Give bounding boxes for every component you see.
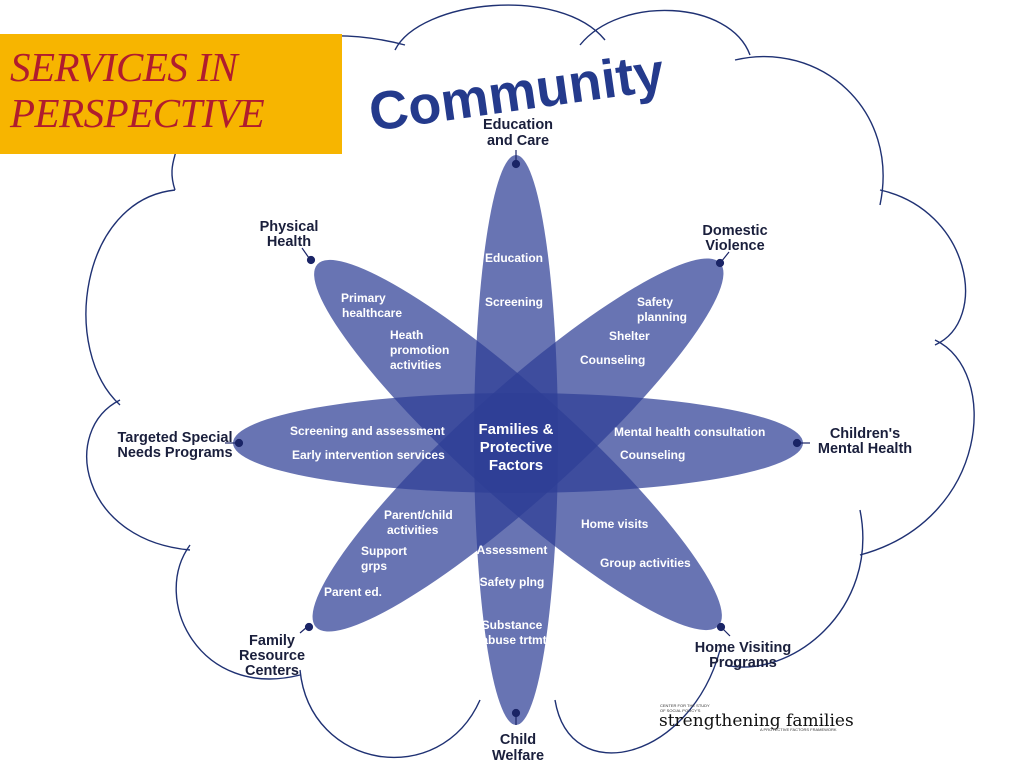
outer-label-domestic: Domestic xyxy=(702,223,767,239)
logo-small-text: A PROTECTIVE FACTORS FRAMEWORK xyxy=(760,727,837,732)
outer-label-physical: Physical xyxy=(260,219,319,235)
outer-label-childwelfare: Child xyxy=(500,732,536,748)
inner-label-domestic: planning xyxy=(637,310,687,324)
inner-labels: Education Screening Safety planning Shel… xyxy=(290,251,765,647)
logo-small-text: CENTER FOR THE STUDY xyxy=(660,703,710,708)
inner-label-homevisit: Home visits xyxy=(581,517,649,531)
inner-label-childrens: Counseling xyxy=(620,448,685,462)
logo-main-text: strengthening families xyxy=(659,711,854,731)
inner-label-childwelfare: abuse trtmt xyxy=(481,633,546,647)
pointer-markers xyxy=(225,150,810,725)
outer-label-homevisit: Programs xyxy=(709,655,777,671)
outer-label-childrens: Children's xyxy=(830,426,900,442)
outer-label-domestic: Violence xyxy=(705,238,764,254)
inner-label-domestic: Counseling xyxy=(580,353,645,367)
inner-label-physical: activities xyxy=(390,358,442,372)
inner-label-physical: Primary xyxy=(341,291,386,305)
outer-labels: Education and Care Domestic Violence Chi… xyxy=(117,117,912,764)
inner-label-familyres: Parent/child xyxy=(384,508,453,522)
inner-label-education: Education xyxy=(485,251,543,265)
outer-label-education: and Care xyxy=(487,133,549,149)
strengthening-families-logo: CENTER FOR THE STUDY OF SOCIAL POLICY'S … xyxy=(659,703,854,732)
logo-small-text: OF SOCIAL POLICY'S xyxy=(660,708,701,713)
inner-label-familyres: grps xyxy=(361,559,387,573)
center-label: Families & Protective Factors xyxy=(478,421,553,474)
center-label-line: Families & xyxy=(478,421,553,438)
inner-label-childwelfare: Assessment xyxy=(477,543,548,557)
outer-label-familyres: Family xyxy=(249,633,295,649)
outer-label-childwelfare: Welfare xyxy=(492,748,544,764)
inner-label-physical: Heath xyxy=(390,328,423,342)
center-label-line: Factors xyxy=(489,457,543,474)
inner-label-physical: promotion xyxy=(390,343,449,357)
outer-label-targeted: Targeted Special xyxy=(118,430,233,446)
center-label-line: Protective xyxy=(480,439,553,456)
inner-label-familyres: activities xyxy=(387,523,439,537)
inner-label-childrens: Mental health consultation xyxy=(614,425,765,439)
inner-label-familyres: Parent ed. xyxy=(324,585,382,599)
outer-label-familyres: Resource xyxy=(239,648,305,664)
petals-group xyxy=(233,155,803,725)
outer-label-education: Education xyxy=(483,117,553,133)
inner-label-homevisit: Group activities xyxy=(600,556,691,570)
community-cloud-outline xyxy=(85,4,975,759)
inner-label-education: Screening xyxy=(485,295,543,309)
inner-label-targeted: Screening and assessment xyxy=(290,424,445,438)
inner-label-domestic: Safety xyxy=(637,295,673,309)
outer-label-targeted: Needs Programs xyxy=(117,445,232,461)
inner-label-familyres: Support xyxy=(361,544,407,558)
inner-label-domestic: Shelter xyxy=(609,329,650,343)
inner-label-childwelfare: Safety plng xyxy=(480,575,545,589)
outer-label-familyres: Centers xyxy=(245,663,299,679)
outer-label-homevisit: Home Visiting xyxy=(695,640,791,656)
inner-label-targeted: Early intervention services xyxy=(292,448,445,462)
inner-label-childwelfare: Substance xyxy=(482,618,543,632)
slide-title-line: PERSPECTIVE xyxy=(10,90,265,136)
inner-label-physical: healthcare xyxy=(342,306,402,320)
slide-title: SERVICES IN PERSPECTIVE xyxy=(10,44,340,136)
slide-title-line: SERVICES IN xyxy=(10,44,238,90)
slide-title-box: SERVICES IN PERSPECTIVE xyxy=(0,34,342,154)
petal-diag-domestic-familyres xyxy=(312,258,724,632)
outer-label-physical: Health xyxy=(267,234,311,250)
outer-label-childrens: Mental Health xyxy=(818,441,912,457)
